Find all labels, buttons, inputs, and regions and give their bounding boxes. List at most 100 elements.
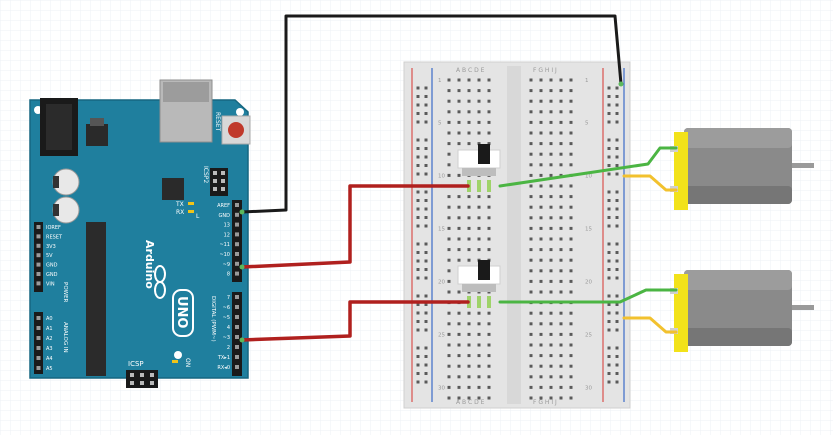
breadboard-hole <box>569 142 573 146</box>
rail-hole <box>416 216 420 219</box>
breadboard-hole <box>569 205 573 209</box>
breadboard-hole <box>457 354 461 358</box>
rail-hole <box>615 380 619 384</box>
rail-hole <box>416 355 420 358</box>
digital-pin <box>235 325 239 329</box>
rail-hole <box>615 372 619 375</box>
digital-pin <box>235 203 239 207</box>
breadboard-hole <box>569 322 573 326</box>
breadboard-hole <box>477 375 481 379</box>
breadboard-hole <box>569 89 573 93</box>
breadboard-hole <box>559 279 563 283</box>
breadboard-hole <box>487 120 491 124</box>
breadboard-hole <box>457 226 461 230</box>
rail-hole <box>615 311 619 315</box>
row-number: 30 <box>585 385 592 391</box>
rail-hole <box>424 172 428 176</box>
rail-hole <box>424 320 428 323</box>
breadboard-hole <box>477 216 481 220</box>
breadboard-hole <box>457 131 461 135</box>
digital-pin <box>235 295 239 299</box>
arduino-brand: Arduino <box>143 240 156 289</box>
digital-pin-label: ~3 <box>223 335 230 341</box>
atmega-chip <box>86 222 106 376</box>
breadboard-hole <box>539 226 543 230</box>
wire-pin9-red <box>240 184 470 269</box>
breadboard-hole <box>487 226 491 230</box>
switch-leg <box>487 180 491 192</box>
slide-switch-2[interactable] <box>457 260 501 292</box>
digital-pin <box>235 315 239 319</box>
rail-hole <box>615 103 619 107</box>
breadboard-hole <box>467 195 471 199</box>
breadboard-hole <box>447 152 451 156</box>
breadboard-hole <box>477 226 481 230</box>
rail-hole <box>615 276 619 280</box>
motor-body-shade-bottom <box>684 328 792 346</box>
rail-hole <box>416 95 420 98</box>
breadboard-hole <box>447 226 451 230</box>
breadboard-hole <box>559 184 563 188</box>
rail-hole <box>424 112 428 115</box>
header-pin <box>221 179 225 183</box>
breadboard-hole <box>467 364 471 368</box>
breadboard-hole <box>457 311 461 315</box>
breadboard-hole <box>529 311 533 315</box>
digital-header-bottom <box>232 292 242 376</box>
breadboard-hole <box>487 311 491 315</box>
rail-hole <box>416 138 420 142</box>
reset-button[interactable] <box>228 122 244 138</box>
breadboard-hole <box>549 375 553 379</box>
rail-hole <box>607 103 611 107</box>
rail-hole <box>424 120 428 124</box>
rail-hole <box>424 207 428 211</box>
breadboard-hole <box>477 343 481 347</box>
breadboard-hole <box>529 195 533 199</box>
rail-hole <box>607 207 611 211</box>
breadboard-hole <box>559 290 563 294</box>
rail-hole <box>424 380 428 384</box>
row-number: 20 <box>438 279 445 285</box>
rail-hole <box>607 242 611 246</box>
power-pin <box>36 234 41 239</box>
breadboard-hole <box>539 269 543 273</box>
rail-hole <box>615 268 619 271</box>
uno-badge <box>172 289 194 337</box>
breadboard-hole <box>447 290 451 294</box>
header-pin <box>213 171 217 175</box>
rail-hole <box>416 311 420 315</box>
rail-hole <box>416 147 420 150</box>
breadboard-hole <box>539 152 543 156</box>
breadboard-hole <box>569 216 573 220</box>
breadboard-hole <box>467 322 471 326</box>
breadboard-hole <box>549 99 553 103</box>
rail-hole <box>424 363 428 367</box>
digital-pin-label: ~6 <box>223 305 230 311</box>
led-on <box>172 360 178 363</box>
breadboard-hole <box>559 396 563 400</box>
rail-hole <box>607 199 611 202</box>
rail-hole <box>607 303 611 306</box>
breadboard-hole <box>569 343 573 347</box>
breadboard-hole <box>539 163 543 167</box>
rail-hole <box>615 147 619 150</box>
breadboard: A B C D E F G H I J A B C D E F G H I J … <box>403 61 631 409</box>
breadboard-hole <box>529 396 533 400</box>
rail-hole <box>615 216 619 219</box>
breadboard-hole <box>477 131 481 135</box>
power-pin <box>36 272 41 276</box>
rail-hole <box>615 86 619 90</box>
wire-end <box>239 337 245 343</box>
dc-motor-2 <box>670 270 814 352</box>
breadboard-hole <box>559 332 563 336</box>
rail-hole <box>607 363 611 367</box>
motor-body-shade <box>684 270 792 290</box>
digital-pin <box>235 232 239 237</box>
slide-switch-1[interactable] <box>457 144 501 176</box>
row-number: 1 <box>438 78 442 84</box>
breadboard-hole <box>477 311 481 315</box>
breadboard-hole <box>539 120 543 124</box>
breadboard-hole <box>569 131 573 135</box>
analog-pin-label: A1 <box>46 326 53 332</box>
